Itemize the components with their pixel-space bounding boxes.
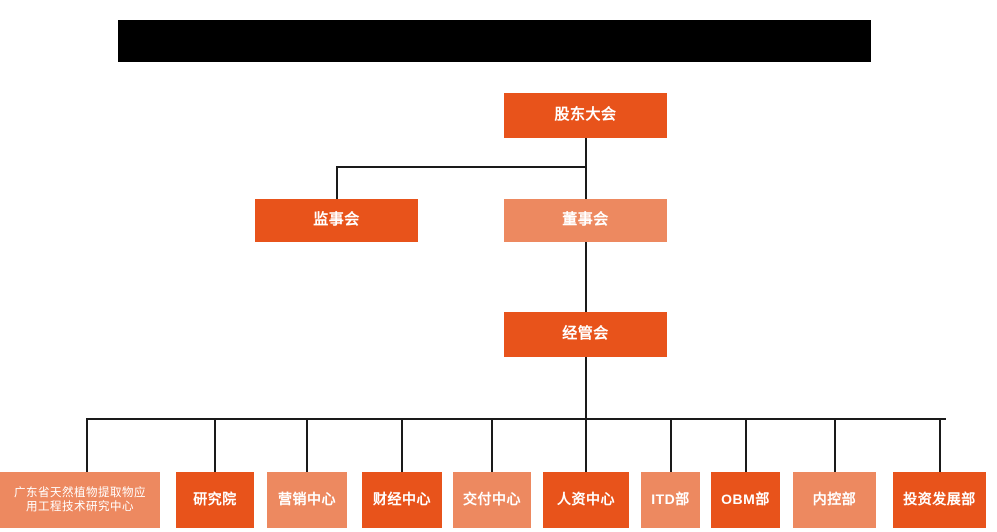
node-obm[interactable]: OBM部 [711,472,780,528]
connector-stub-institute [214,418,216,472]
connector-stub-finance [401,418,403,472]
node-label-delivery: 交付中心 [463,491,521,508]
connector-stub-delivery [491,418,493,472]
node-hr[interactable]: 人资中心 [543,472,629,528]
connector-stub-hr [585,418,587,472]
connector-departments-bar [86,418,946,420]
connector-stub-internal-ctrl [834,418,836,472]
connector-stub-research-ctr [86,418,88,472]
node-internal-ctrl[interactable]: 内控部 [793,472,876,528]
connector-tier2-bar [336,166,587,168]
connector-directors-management [585,242,587,312]
node-label-finance: 财经中心 [373,491,431,508]
node-institute[interactable]: 研究院 [176,472,254,528]
node-investment[interactable]: 投资发展部 [893,472,986,528]
connector-stub-obm [745,418,747,472]
connector-shareholders-down [585,138,587,167]
connector-stub-itd [670,418,672,472]
node-label-marketing: 营销中心 [278,491,336,508]
connector-to-supervisors [336,166,338,199]
node-supervisors[interactable]: 监事会 [255,199,418,242]
connector-stub-marketing [306,418,308,472]
node-label-institute: 研究院 [193,491,237,508]
node-label-research-ctr: 广东省天然植物提取物应 用工程技术研究中心 [14,486,146,513]
connector-to-directors [585,166,587,199]
node-label-obm: OBM部 [721,491,770,508]
redacted-title-banner [118,20,871,62]
node-marketing[interactable]: 营销中心 [267,472,347,528]
node-label-shareholders: 股东大会 [554,106,617,124]
node-label-investment: 投资发展部 [903,491,976,508]
node-finance[interactable]: 财经中心 [362,472,442,528]
node-management[interactable]: 经管会 [504,312,667,357]
connector-management-down [585,357,587,419]
node-label-supervisors: 监事会 [313,211,360,229]
node-directors[interactable]: 董事会 [504,199,667,242]
node-itd[interactable]: ITD部 [641,472,700,528]
connector-stub-investment [939,418,941,472]
node-label-directors: 董事会 [562,211,609,229]
node-label-itd: ITD部 [651,491,690,508]
node-label-internal-ctrl: 内控部 [812,491,857,508]
node-research-ctr[interactable]: 广东省天然植物提取物应 用工程技术研究中心 [0,472,160,528]
node-shareholders[interactable]: 股东大会 [504,93,667,138]
node-label-hr: 人资中心 [557,491,615,508]
node-delivery[interactable]: 交付中心 [453,472,531,528]
node-label-management: 经管会 [562,325,609,343]
